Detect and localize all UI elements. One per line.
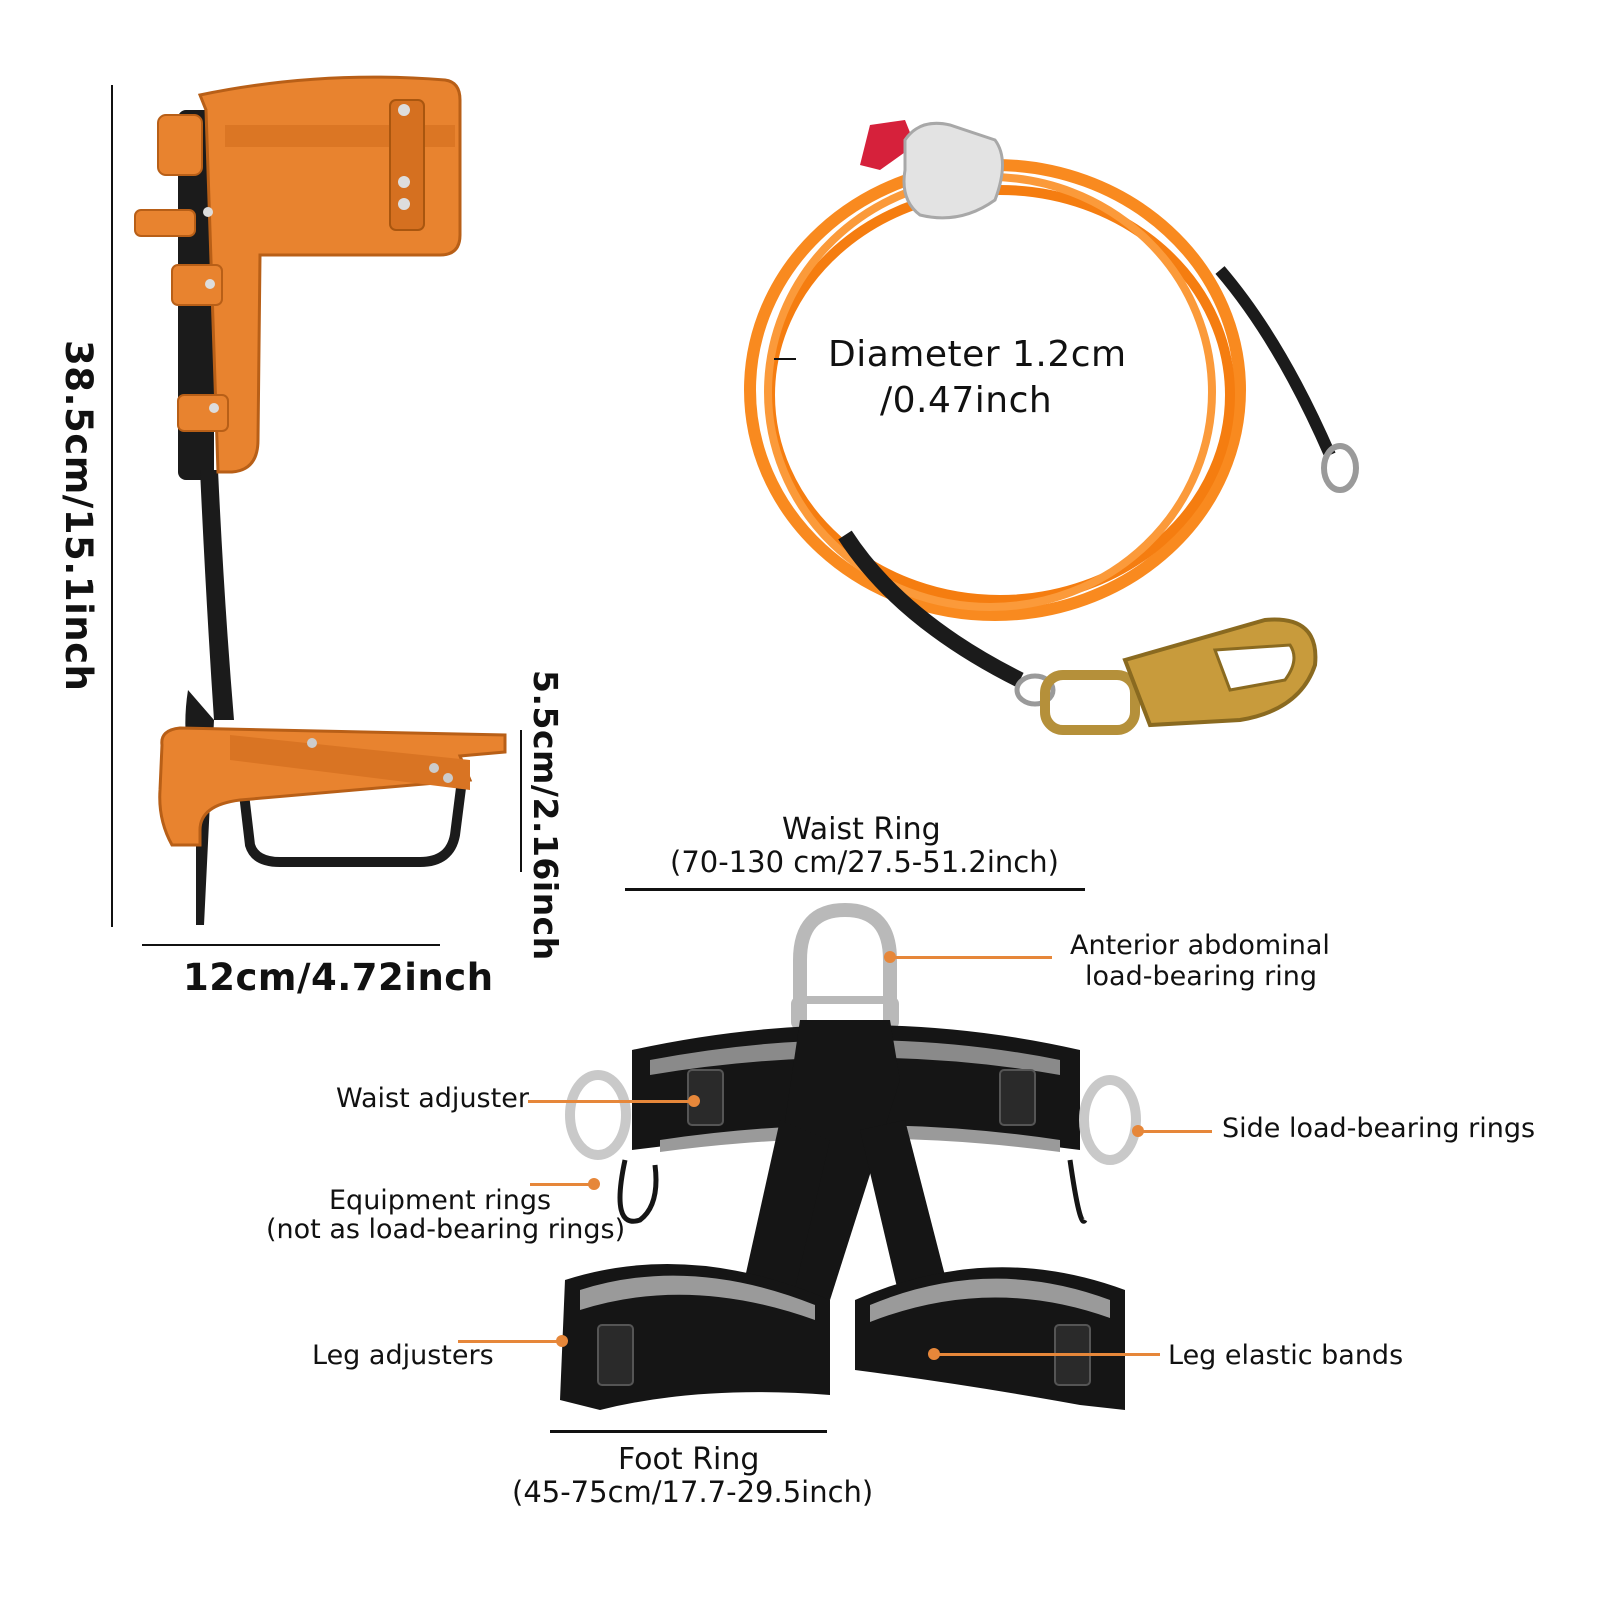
- waist-adjuster-label: Waist adjuster: [336, 1083, 529, 1114]
- diameter-label-line2: /0.47inch: [880, 380, 1053, 421]
- spike-height-rule: [111, 85, 113, 927]
- waist-adjuster-marker: [688, 1095, 700, 1107]
- anterior-ring-marker: [884, 951, 896, 963]
- waist-adjuster-leader: [528, 1100, 694, 1103]
- anterior-ring-label-line1: Anterior abdominal: [1070, 930, 1330, 961]
- equipment-rings-label-line2: (not as load-bearing rings): [266, 1214, 626, 1245]
- leg-elastic-label: Leg elastic bands: [1168, 1340, 1404, 1371]
- equipment-rings-leader: [530, 1183, 592, 1186]
- leg-elastic-leader: [934, 1353, 1160, 1356]
- equipment-rings-marker: [588, 1178, 600, 1190]
- spike-width-rule: [142, 944, 440, 946]
- leg-elastic-marker: [928, 1348, 940, 1360]
- climbing-spike-image: [134, 75, 507, 925]
- anterior-ring-leader: [890, 956, 1052, 959]
- lanyard-rope-image: [744, 120, 1359, 735]
- foot-ring-range: (45-75cm/17.7-29.5inch): [512, 1475, 874, 1509]
- leg-adjusters-marker: [556, 1335, 568, 1347]
- equipment-rings-label-line1: Equipment rings: [329, 1185, 552, 1216]
- foot-ring-rule: [550, 1430, 827, 1433]
- diameter-tick: [774, 358, 796, 360]
- harness-image: [560, 902, 1141, 1410]
- side-rings-leader: [1138, 1130, 1212, 1133]
- diameter-label-line1: Diameter 1.2cm: [828, 334, 1127, 375]
- foot-ring-title: Foot Ring: [618, 1442, 760, 1477]
- spike-height-label: 38.5cm/15.1inch: [57, 340, 100, 692]
- leg-adjusters-leader: [458, 1340, 562, 1343]
- side-rings-marker: [1132, 1125, 1144, 1137]
- anterior-ring-label-line2: load-bearing ring: [1085, 961, 1318, 992]
- waist-ring-title: Waist Ring: [782, 812, 941, 847]
- side-rings-label: Side load-bearing rings: [1222, 1113, 1536, 1144]
- stirrup-height-label: 5.5cm/2.16inch: [526, 670, 565, 961]
- waist-ring-range: (70-130 cm/27.5-51.2inch): [670, 845, 1059, 879]
- spike-width-label: 12cm/4.72inch: [183, 956, 494, 999]
- stirrup-height-rule: [520, 730, 522, 872]
- leg-adjusters-label: Leg adjusters: [312, 1340, 494, 1371]
- waist-ring-rule: [625, 888, 1085, 891]
